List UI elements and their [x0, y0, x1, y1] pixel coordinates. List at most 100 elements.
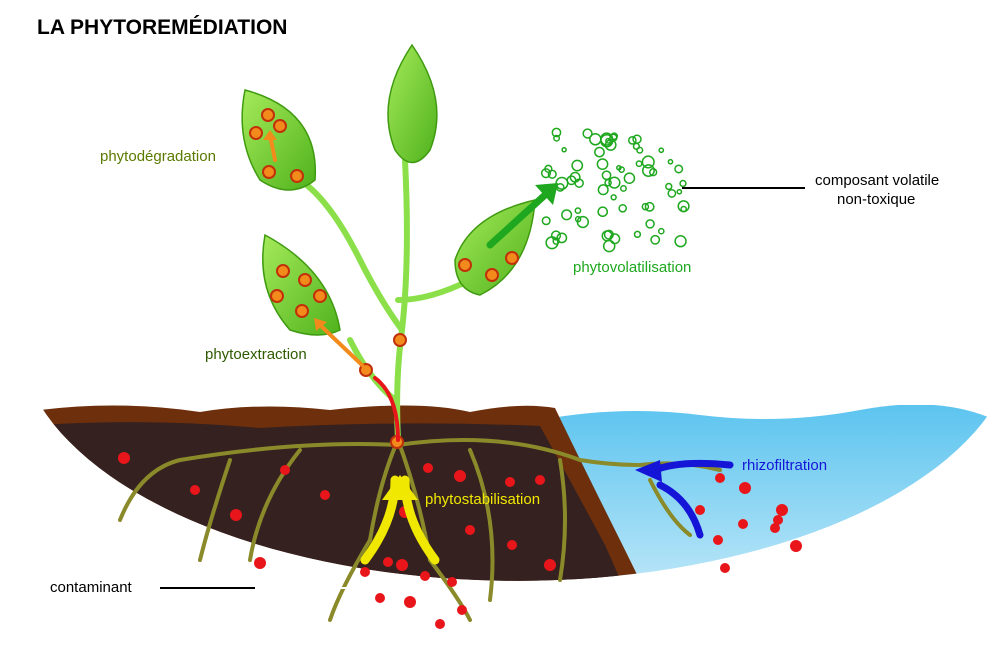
volatile-bubble [644, 201, 655, 212]
contaminant-dot [320, 490, 330, 500]
volatile-bubble [609, 133, 618, 142]
contaminant-dot [423, 463, 433, 473]
label-contaminant: contaminant [50, 579, 132, 596]
page-title: LA PHYTOREMÉDIATION [37, 16, 288, 39]
volatile-bubble [561, 146, 567, 153]
soil [40, 422, 655, 581]
volatile-bubble [616, 164, 622, 171]
volatile-bubble [676, 188, 683, 195]
volatile-bubble [596, 158, 609, 171]
contaminant-dot [454, 470, 466, 482]
volatilisation-arrow [486, 191, 549, 249]
volatile-bubble [551, 127, 562, 138]
contaminant-dot [375, 593, 385, 603]
contaminant-dot [420, 571, 430, 581]
volatile-bubble [658, 147, 665, 154]
contaminant-dot [435, 619, 445, 629]
orange-particles [249, 108, 519, 449]
volatile-bubble [601, 170, 612, 181]
label-volatile-line1: composant volatile [815, 172, 940, 189]
volatile-bubble [604, 178, 612, 187]
volatile-bubble [556, 232, 568, 244]
volatile-bubble [540, 168, 552, 179]
contaminant-dot [507, 540, 517, 550]
contaminant-dot [773, 515, 783, 525]
label-volatile-line2: non-toxique [837, 191, 916, 208]
volatile-bubble [547, 169, 557, 179]
leaves [241, 43, 536, 336]
contaminant-dot [404, 596, 416, 608]
volatile-bubble [574, 207, 582, 215]
volatile-bubble [599, 132, 614, 146]
contaminant-dot [254, 557, 266, 569]
volatile-bubble [641, 164, 655, 178]
contaminant-dot [447, 577, 457, 587]
volatile-bubble [667, 158, 674, 165]
contaminant-dot [280, 465, 290, 475]
volatile-bubble [665, 182, 673, 191]
volatile-bubble [561, 209, 573, 221]
contaminant-dot [770, 523, 780, 533]
volatile-bubble [597, 206, 609, 218]
volatile-bubble [633, 230, 642, 239]
volatile-bubble [645, 219, 655, 229]
contaminant-dot [715, 473, 725, 483]
volatile-bubble [627, 135, 637, 145]
volatile-bubble [550, 230, 562, 241]
volatile-bubble [632, 134, 642, 144]
contaminant-dot [383, 557, 393, 567]
volatile-bubble [618, 203, 628, 213]
volatile-bubble [636, 146, 644, 154]
volatile-bubble [679, 179, 687, 188]
label-phytostabilisation: phytostabilisation [425, 491, 541, 508]
volatile-bubble [566, 175, 577, 186]
volatile-bubble [641, 202, 650, 211]
volatile-bubble [641, 155, 655, 169]
contaminant-dot [738, 519, 748, 529]
label-rhizofiltration: rhizofiltration [742, 457, 828, 474]
contaminant-dot [544, 559, 556, 571]
volatile-bubble [569, 171, 581, 183]
volatile-bubble [680, 205, 688, 213]
volatile-bubble [635, 160, 643, 168]
volatile-bubble [657, 227, 665, 235]
contaminant-dot [396, 559, 408, 571]
contaminant-dot [535, 475, 545, 485]
volatile-bubble [597, 184, 609, 196]
label-phytodegradation: phytodégradation [100, 148, 216, 165]
uptake-arrow [373, 376, 400, 442]
contaminant-dot [720, 563, 730, 573]
volatile-bubble [610, 194, 617, 201]
label-phytoextraction: phytoextraction [205, 346, 307, 363]
contaminant-dot [739, 482, 751, 494]
volatile-bubble [620, 185, 627, 192]
volatile-bubble [571, 159, 584, 172]
label-phytovolatilisation: phytovolatilisation [573, 259, 692, 276]
volatile-bubble [582, 128, 593, 139]
volatile-bubble [605, 137, 611, 144]
arrows [263, 130, 734, 565]
volatile-bubble [576, 215, 590, 229]
contaminant-dot [505, 477, 515, 487]
volatile-bubble [545, 236, 559, 250]
volatile-bubble [667, 188, 677, 198]
volatile-bubble [602, 239, 616, 253]
contaminant-dot [790, 540, 802, 552]
volatile-bubble [674, 235, 687, 248]
contaminant-dot [457, 605, 467, 615]
contaminant-dot [695, 505, 705, 515]
contaminant-dot [713, 535, 723, 545]
contaminant-dot [118, 452, 130, 464]
volatile-bubble [601, 230, 613, 242]
contaminant-dot [776, 504, 788, 516]
volatile-bubble [608, 176, 621, 189]
volatile-bubble [553, 134, 561, 142]
volatile-bubble [594, 146, 605, 158]
volatile-bubble [674, 164, 684, 174]
extraction-arrow [318, 323, 364, 367]
volatile-bubble [650, 234, 661, 245]
contaminant-dot [465, 525, 475, 535]
contaminant-dot [360, 567, 370, 577]
